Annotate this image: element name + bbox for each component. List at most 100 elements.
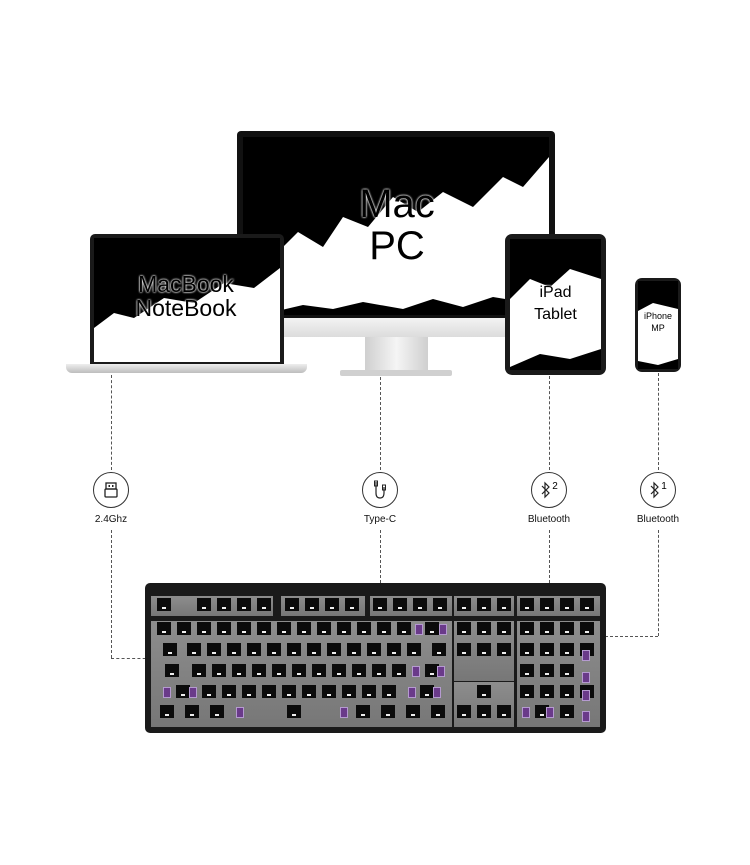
usb-c-cable-icon xyxy=(374,480,386,499)
key-socket xyxy=(477,685,491,698)
key-socket xyxy=(535,705,549,718)
connector-line xyxy=(549,530,550,583)
key-socket xyxy=(232,664,246,677)
key-socket xyxy=(287,643,301,656)
key-socket xyxy=(425,664,439,677)
key-socket xyxy=(432,643,446,656)
key-socket xyxy=(287,705,301,718)
key-socket xyxy=(560,705,574,718)
key-socket xyxy=(217,598,231,611)
key-socket xyxy=(377,622,391,635)
monitor-device: Mac PC xyxy=(237,131,555,337)
stabilizer-switch xyxy=(439,624,447,635)
laptop-label-line2: NoteBook xyxy=(135,295,237,322)
stabilizer-switch xyxy=(163,687,171,698)
key-socket xyxy=(367,643,381,656)
key-socket xyxy=(393,598,407,611)
key-socket xyxy=(580,622,594,635)
key-socket xyxy=(237,622,251,635)
key-socket xyxy=(407,643,421,656)
key-socket xyxy=(165,664,179,677)
key-socket xyxy=(477,622,491,635)
key-socket xyxy=(457,705,471,718)
monitor-label-line1: Mac xyxy=(359,182,435,226)
connector-line xyxy=(380,377,381,470)
key-socket xyxy=(272,664,286,677)
laptop-base xyxy=(66,364,307,373)
key-socket xyxy=(345,598,359,611)
key-socket xyxy=(397,622,411,635)
key-socket xyxy=(540,598,554,611)
connector-line xyxy=(658,373,659,470)
key-socket xyxy=(257,598,271,611)
key-socket xyxy=(497,643,511,656)
key-socket xyxy=(497,622,511,635)
key-socket xyxy=(282,685,296,698)
key-socket xyxy=(242,685,256,698)
connection-bluetooth-2: 2 xyxy=(531,472,567,508)
key-socket xyxy=(227,643,241,656)
key-socket xyxy=(540,664,554,677)
key-socket xyxy=(307,643,321,656)
stabilizer-switch xyxy=(433,687,441,698)
key-socket xyxy=(202,685,216,698)
laptop-device: MacBook NoteBook xyxy=(66,234,307,374)
stabilizer-switch xyxy=(189,687,197,698)
monitor-base xyxy=(340,370,452,376)
key-socket xyxy=(362,685,376,698)
bluetooth-icon xyxy=(541,481,551,499)
key-socket xyxy=(457,598,471,611)
key-socket xyxy=(322,685,336,698)
switch-plate xyxy=(281,596,365,616)
key-socket xyxy=(347,643,361,656)
laptop-label-line1: MacBook xyxy=(138,271,234,297)
tablet-label-line1: iPad xyxy=(539,284,572,301)
stabilizer-switch xyxy=(437,666,445,677)
keyboard xyxy=(145,583,606,733)
connector-line xyxy=(111,658,151,659)
stabilizer-switch xyxy=(408,687,416,698)
key-socket xyxy=(176,685,190,698)
key-socket xyxy=(431,705,445,718)
key-socket xyxy=(292,664,306,677)
key-socket xyxy=(237,598,251,611)
stabilizer-switch xyxy=(582,711,590,722)
bluetooth-channel-badge: 1 xyxy=(661,480,667,492)
key-socket xyxy=(373,598,387,611)
key-socket xyxy=(520,643,534,656)
monitor-chin xyxy=(237,318,555,337)
key-socket xyxy=(420,685,434,698)
key-socket xyxy=(457,643,471,656)
key-socket xyxy=(212,664,226,677)
laptop-screen xyxy=(94,238,280,362)
key-socket xyxy=(262,685,276,698)
phone-label-line1: iPhone xyxy=(643,311,673,321)
key-socket xyxy=(342,685,356,698)
key-socket xyxy=(177,622,191,635)
key-socket xyxy=(381,705,395,718)
key-socket xyxy=(433,598,447,611)
key-socket xyxy=(560,643,574,656)
key-socket xyxy=(285,598,299,611)
key-socket xyxy=(332,664,346,677)
key-socket xyxy=(352,664,366,677)
tablet-label-line2: Tablet xyxy=(534,306,577,324)
key-socket xyxy=(317,622,331,635)
switch-plate xyxy=(193,596,273,616)
key-socket xyxy=(157,622,171,635)
connector-line xyxy=(380,530,381,583)
key-socket xyxy=(192,664,206,677)
key-socket xyxy=(425,622,439,635)
usb-dongle-icon xyxy=(104,482,118,498)
key-socket xyxy=(560,664,574,677)
key-socket xyxy=(520,598,534,611)
key-socket xyxy=(540,685,554,698)
key-socket xyxy=(580,598,594,611)
key-socket xyxy=(207,643,221,656)
stabilizer-switch xyxy=(412,666,420,677)
key-socket xyxy=(157,598,171,611)
bluetooth-icon xyxy=(650,481,660,499)
key-socket xyxy=(406,705,420,718)
stabilizer-switch xyxy=(582,650,590,661)
key-socket xyxy=(187,643,201,656)
